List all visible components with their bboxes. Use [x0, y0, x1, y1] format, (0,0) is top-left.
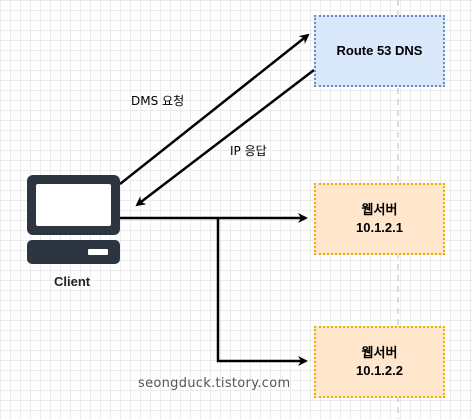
request-label: DMS 요청 — [131, 94, 185, 108]
web-server-2-title: 웹서버 — [361, 345, 398, 360]
client-label: Client — [54, 274, 91, 289]
request-arrow — [119, 33, 310, 185]
web-server-1-ip: 10.1.2.1 — [356, 220, 403, 235]
watermark-text: seongduck.tistory.com — [138, 376, 291, 391]
response-label: IP 응답 — [230, 144, 267, 158]
dns-server-node: Route 53 DNS — [314, 15, 445, 87]
dns-server-label: Route 53 DNS — [336, 43, 423, 58]
web-server-2-node: 웹서버 10.1.2.2 — [314, 326, 445, 398]
web-server-2-ip: 10.1.2.2 — [356, 363, 403, 378]
web-server-1-title: 웹서버 — [361, 202, 398, 217]
response-arrow — [135, 69, 315, 207]
computer-icon — [27, 175, 120, 264]
web2-arrow — [216, 218, 308, 366]
web-server-1-node: 웹서버 10.1.2.1 — [314, 183, 445, 255]
